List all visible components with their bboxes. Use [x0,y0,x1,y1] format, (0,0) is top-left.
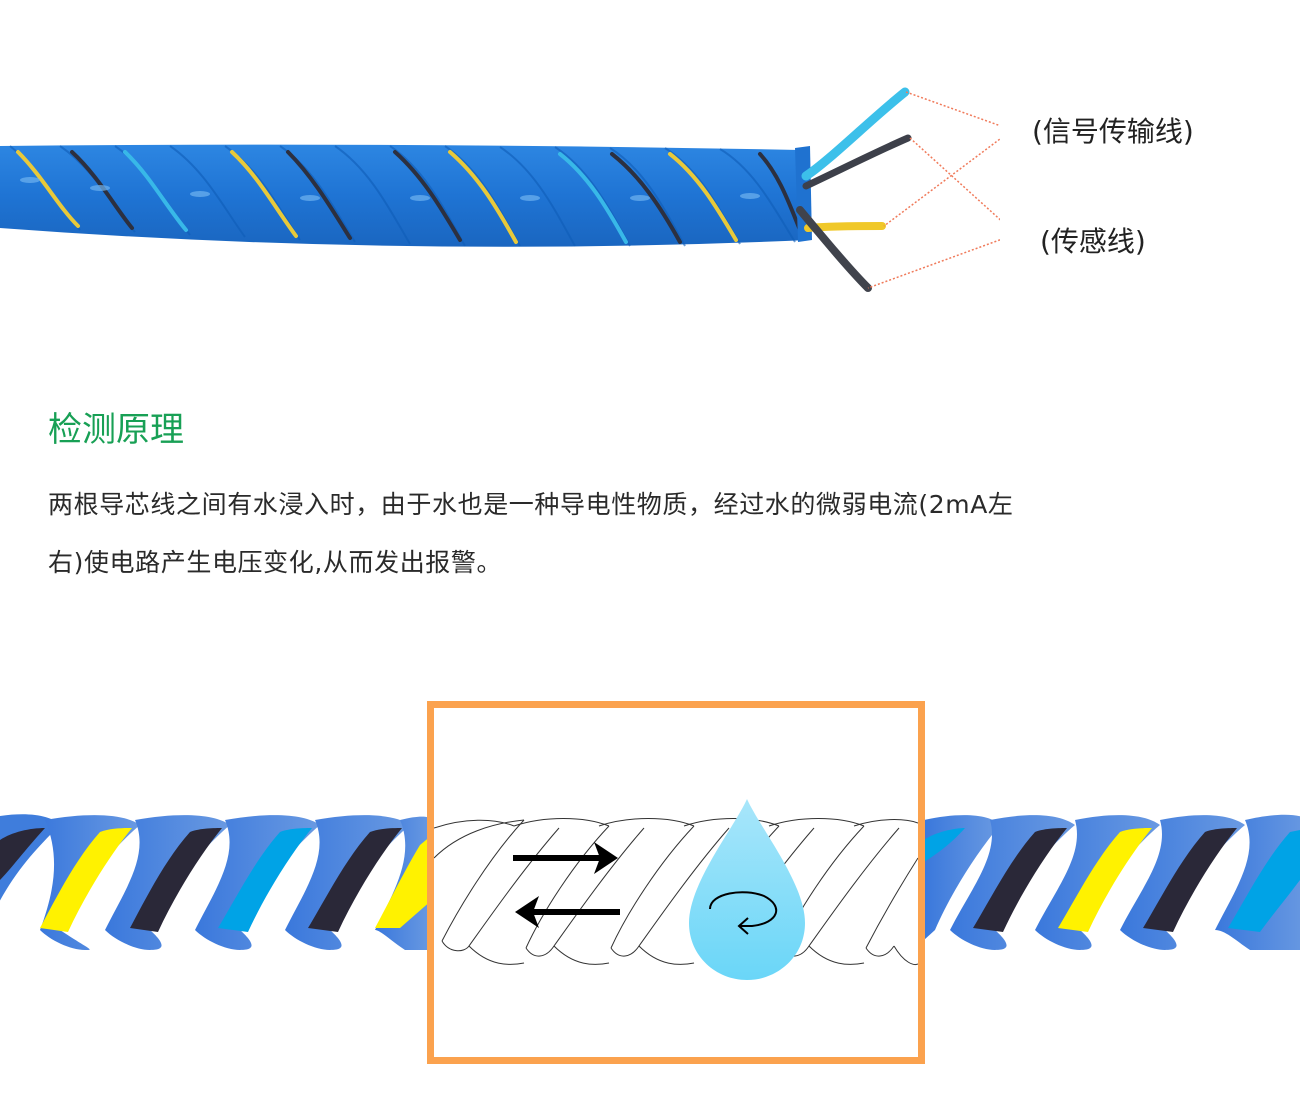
principle-paragraph: 两根导芯线之间有水浸入时，由于水也是一种导电性物质，经过水的微弱电流(2mA左 … [48,476,1263,592]
water-drop-icon [689,799,805,980]
twisted-cable-illustration-icon [0,814,1300,950]
counterclockwise-rotation-icon [709,891,778,935]
section-title: 检测原理 [48,410,184,450]
paragraph-line-2: 右)使电路产生电压变化,从而发出报警。 [48,548,503,577]
cable-photo [0,80,1000,300]
outline-cable-diagram [434,799,918,980]
detection-detail-frame [427,701,925,1064]
paragraph-line-1: 两根导芯线之间有水浸入时，由于水也是一种导电性物质，经过水的微弱电流(2mA左 [48,490,1014,519]
twisted-cable-photo-icon [0,87,1000,292]
arrow-right-icon [513,842,618,874]
callout-sensing-wire-label: (传感线) [1040,225,1146,258]
illustrated-cable [0,800,1300,960]
arrow-left-icon [515,896,620,928]
callout-signal-wire-label: (信号传输线) [1032,115,1194,148]
